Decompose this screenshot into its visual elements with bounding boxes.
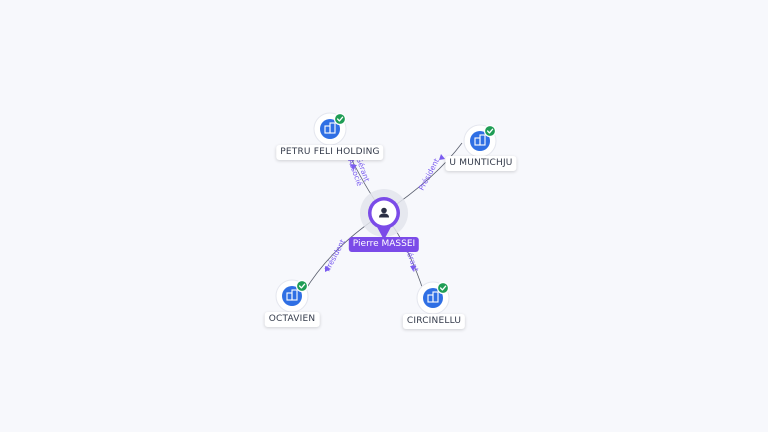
building-icon	[427, 291, 439, 303]
company-node-u-muntichju[interactable]	[463, 124, 497, 158]
company-label-petru-feli-holding[interactable]: PETRU FELI HOLDING	[276, 145, 384, 160]
edge-label-muntichju: Président	[417, 157, 441, 192]
verified-check-icon	[436, 281, 450, 295]
arrow-octavien	[325, 266, 331, 272]
building-icon	[474, 134, 486, 146]
verified-check-icon	[333, 112, 347, 126]
company-label-octavien[interactable]: OCTAVIEN	[264, 312, 320, 327]
company-node-petru-feli-holding[interactable]	[313, 112, 347, 146]
company-label-circinellu[interactable]: CIRCINELLU	[402, 314, 466, 329]
person-pin-tip	[376, 225, 392, 240]
arrow-petru	[350, 164, 357, 170]
company-node-circinellu[interactable]	[416, 281, 450, 315]
building-icon	[324, 122, 336, 134]
verified-check-icon	[295, 279, 309, 293]
person-label[interactable]: Pierre MASSEI	[348, 237, 420, 252]
person-node[interactable]	[360, 189, 408, 240]
arrow-circinellu	[410, 266, 416, 271]
verified-check-icon	[483, 124, 497, 138]
company-label-u-muntichju[interactable]: U MUNTICHJU	[445, 156, 517, 171]
arrow-muntichju	[439, 154, 445, 160]
user-icon	[379, 207, 389, 218]
building-icon	[286, 289, 298, 301]
edge-label-octavien: Président	[323, 238, 347, 273]
company-node-octavien[interactable]	[275, 279, 309, 313]
